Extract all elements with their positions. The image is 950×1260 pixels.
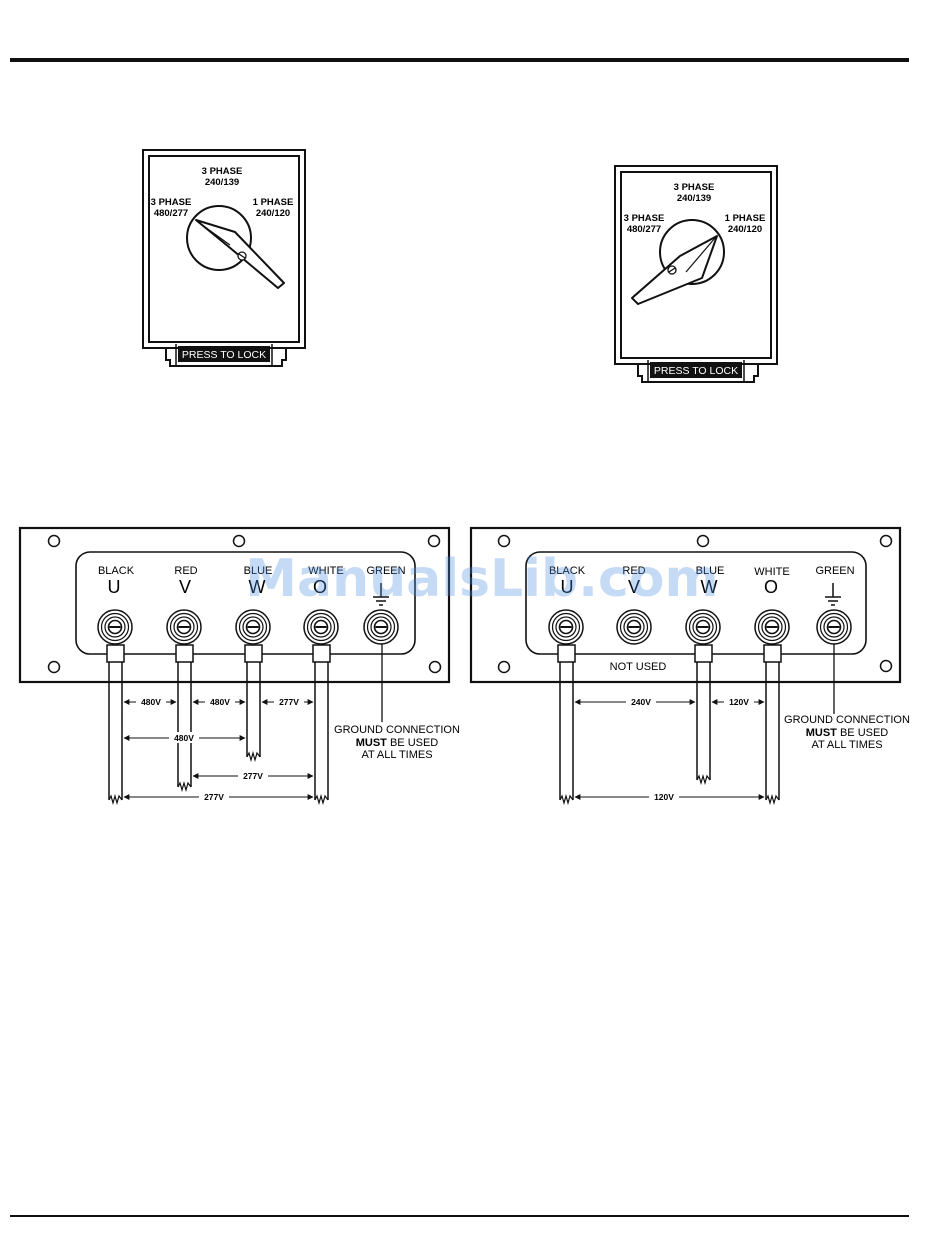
terminal-screw[interactable] (685, 609, 721, 645)
rotary-knob-right[interactable] (631, 235, 718, 305)
switch-left-label: 3 PHASE (624, 213, 665, 224)
dimension-label: 277V (243, 771, 263, 781)
switch-right-voltage: 240/120 (256, 208, 290, 219)
dimension-label: 480V (141, 697, 161, 707)
wire-color-label: GREEN (366, 565, 405, 577)
ground-note-line3: AT ALL TIMES (361, 749, 432, 761)
switch-left-label: 3 PHASE (151, 197, 192, 208)
press-to-lock-label: PRESS TO LOCK (182, 349, 266, 361)
wire-u (106, 644, 125, 806)
switch-top-label: 3 PHASE (202, 166, 243, 177)
wire-color-label: RED (174, 565, 197, 577)
wire-color-label: BLUE (244, 565, 273, 577)
dimension-label: 240V (631, 697, 651, 707)
dimension-label: 480V (210, 697, 230, 707)
terminal-letter: U (108, 577, 121, 597)
rotary-knob-left[interactable] (195, 219, 285, 289)
terminal-screw[interactable] (235, 609, 271, 645)
switch-right-voltage: 240/120 (728, 224, 762, 235)
press-to-lock-button-left[interactable] (178, 346, 270, 362)
ground-note-line2: MUST BE USED (806, 727, 889, 739)
dimension-label: 277V (204, 792, 224, 802)
wire-u (557, 644, 576, 806)
terminal-screw[interactable] (97, 609, 133, 645)
dimension-lines-right: 240V 120V 120V (574, 696, 765, 802)
wire-color-label: GREEN (815, 565, 854, 577)
wire-color-label: BLACK (549, 565, 586, 577)
press-to-lock-label: PRESS TO LOCK (654, 365, 738, 377)
switch-top-voltage: 240/139 (677, 193, 711, 204)
selector-switch-left: PRESS TO LOCK 3 PHASE 240/139 3 PHASE 48… (142, 149, 306, 367)
dimension-label: 480V (174, 733, 194, 743)
switch-left-voltage: 480/277 (154, 208, 188, 219)
switch-right-label: 1 PHASE (725, 213, 766, 224)
ground-note-left: GROUND CONNECTION MUST BE USED AT ALL TI… (334, 724, 460, 761)
terminal-letter: W (249, 577, 266, 597)
ground-note-line3: AT ALL TIMES (811, 739, 882, 751)
press-to-lock-button-right[interactable] (650, 362, 742, 378)
wire-v (175, 644, 194, 793)
wire-color-label: RED (622, 565, 645, 577)
ground-note-right: GROUND CONNECTION MUST BE USED AT ALL TI… (784, 714, 910, 751)
terminal-letter: V (179, 577, 191, 597)
wire-o (763, 644, 782, 806)
dimension-label: 277V (279, 697, 299, 707)
switch-right-label: 1 PHASE (253, 197, 294, 208)
ground-note-line1: GROUND CONNECTION (784, 714, 910, 726)
ground-terminal-screw[interactable] (816, 609, 852, 645)
terminal-screw[interactable] (754, 609, 790, 645)
wire-color-label: WHITE (308, 565, 343, 577)
ground-note-line1: GROUND CONNECTION (334, 724, 460, 736)
terminal-letter: U (561, 577, 574, 597)
terminal-letter: W (701, 577, 718, 597)
terminal-screw[interactable] (303, 609, 339, 645)
switch-top-label: 3 PHASE (674, 182, 715, 193)
ground-symbol-icon (825, 583, 841, 606)
switch-left-voltage: 480/277 (627, 224, 661, 235)
not-used-label: NOT USED (610, 661, 667, 673)
wire-w (244, 644, 263, 763)
wire-o (312, 644, 331, 806)
terminal-letter: O (313, 577, 327, 597)
switch-top-voltage: 240/139 (205, 177, 239, 188)
dimension-label: 120V (729, 697, 749, 707)
ground-terminal-screw[interactable] (363, 609, 399, 645)
terminal-panel-right: BLACK RED BLUE WHITE GREEN U V W O NOT U… (469, 526, 910, 806)
terminal-screw[interactable] (548, 609, 584, 645)
dimension-lines-left: 480V 480V 277V 480V 277V 277V (123, 696, 314, 802)
terminal-letter: V (628, 577, 640, 597)
watermark: ManualsLib.com (245, 549, 718, 609)
terminal-screw[interactable] (616, 609, 652, 645)
dimension-label: 120V (654, 792, 674, 802)
wire-color-label: BLACK (98, 565, 135, 577)
terminal-screw[interactable] (166, 609, 202, 645)
wire-w (694, 644, 713, 786)
ground-note-line2: MUST BE USED (356, 737, 439, 749)
wire-color-label: BLUE (696, 565, 725, 577)
wire-color-label: WHITE (754, 566, 789, 578)
terminal-letter: O (764, 577, 778, 597)
selector-switch-right: PRESS TO LOCK 3 PHASE 240/139 3 PHASE 48… (614, 165, 778, 383)
terminal-panel-left: BLACK RED BLUE WHITE GREEN U V W O (18, 526, 460, 806)
ground-symbol-icon (373, 583, 389, 606)
